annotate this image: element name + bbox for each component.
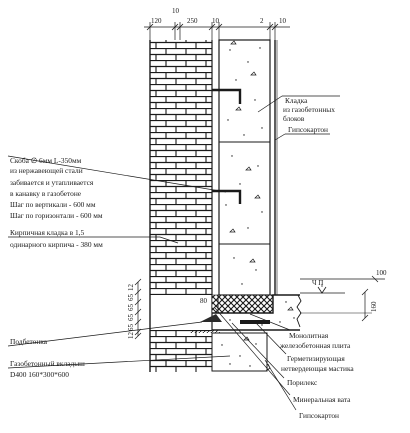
top-dimension-chain: 120 10 250 10 2 10 bbox=[144, 7, 290, 40]
label-gasblock-1: Кладка bbox=[285, 96, 308, 105]
dim-10-a: 10 bbox=[172, 7, 180, 15]
label-foam: Порилекс bbox=[287, 378, 318, 387]
label-bracket-1: Скоба ∅ 6мм L-350мм bbox=[10, 156, 82, 165]
dim-left-5: 65 bbox=[127, 324, 135, 332]
dim-left-6: 12 bbox=[127, 332, 135, 340]
dim-left-4: 65 bbox=[127, 314, 135, 322]
dim-160: 160 bbox=[370, 301, 378, 312]
label-slab-2: железобетонная плита bbox=[279, 341, 351, 350]
steel-brackets bbox=[212, 88, 242, 204]
dim-120: 120 bbox=[151, 17, 162, 25]
label-gasblock-3: блоков bbox=[283, 114, 305, 123]
leader-lines bbox=[7, 95, 340, 411]
dim-left-1: 12 bbox=[127, 284, 135, 292]
label-bracket-4: в канавку в газобетоне bbox=[10, 189, 82, 198]
level-marker: Ч П bbox=[300, 279, 345, 294]
dim-left-2: 65 bbox=[127, 294, 135, 302]
label-slab-1: Монолитная bbox=[289, 331, 329, 340]
brick-masonry bbox=[149, 40, 213, 372]
label-drywall-top: Гипсокартон bbox=[288, 125, 328, 134]
label-mastic-1: Герметизирующая bbox=[287, 354, 345, 363]
label-gasblock-2: из газобетонных bbox=[283, 105, 335, 114]
dim-250: 250 bbox=[187, 17, 198, 25]
label-mastic-2: нетвердеющая мастика bbox=[281, 364, 354, 373]
label-drywall-bottom: Гипсокартон bbox=[299, 411, 339, 420]
dim-10-b: 10 bbox=[212, 17, 220, 25]
label-bracket-5: Шаг по вертикали - 600 мм bbox=[10, 200, 96, 209]
label-bracket-2: из нержавеющей стали bbox=[10, 166, 83, 175]
annotations: Кладка из газобетонных блоков Гипсокарто… bbox=[10, 96, 354, 420]
dim-10-c: 10 bbox=[279, 17, 287, 25]
dim-80: 80 bbox=[200, 297, 208, 305]
dim-2: 2 bbox=[260, 17, 264, 25]
label-bracket-6: Шаг по горизонтали - 600 мм bbox=[10, 211, 103, 220]
left-dimension-chain: 12 65 65 65 65 12 bbox=[127, 278, 142, 340]
gas-concrete-insert bbox=[211, 332, 268, 372]
label-bracket-3: забивается и утапливается bbox=[10, 178, 94, 187]
dim-100: 100 bbox=[376, 269, 387, 277]
dim-left-3: 65 bbox=[127, 304, 135, 312]
label-brick-1: Кирпичная кладка в 1,5 bbox=[10, 228, 84, 237]
label-brick-2: одинарного кирпича - 380 мм bbox=[10, 240, 103, 249]
right-dimensions: 100 160 bbox=[300, 269, 387, 322]
label-insert-1: Газобетонный вкладыш bbox=[10, 359, 85, 368]
label-sill: Подбетонка bbox=[10, 337, 48, 346]
label-wool: Минеральная вата bbox=[293, 395, 351, 404]
drywall-layer bbox=[274, 40, 278, 295]
level-label: Ч П bbox=[312, 279, 323, 287]
floor-assembly bbox=[190, 294, 300, 333]
gas-block-wall bbox=[218, 39, 271, 296]
label-insert-2: D400 160*300*600 bbox=[10, 370, 69, 379]
